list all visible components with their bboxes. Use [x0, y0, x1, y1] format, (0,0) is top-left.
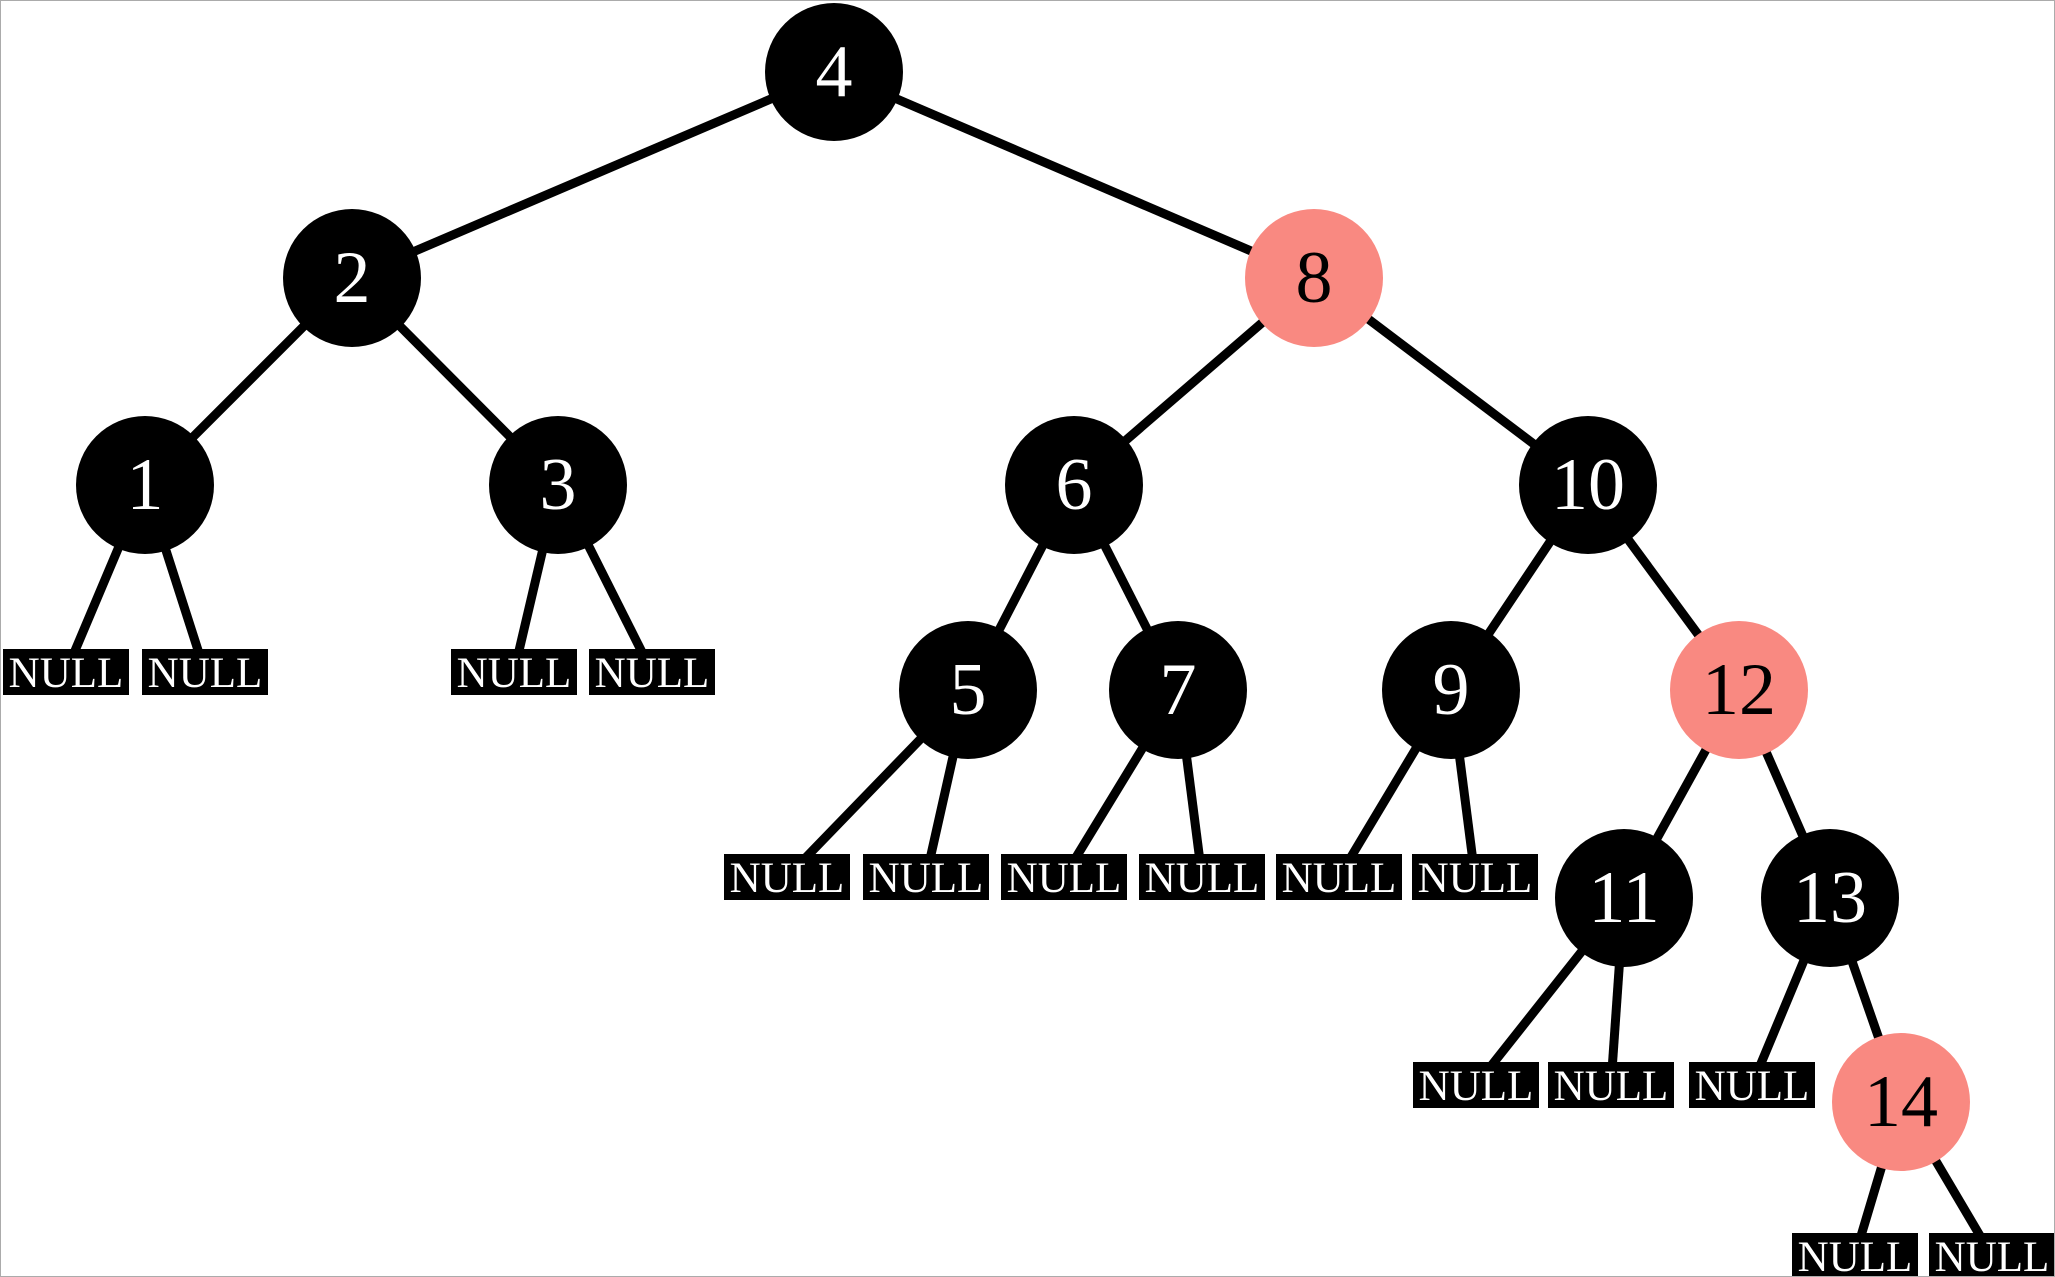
- null-box-11-left: [1413, 1062, 1539, 1108]
- null-box-9-right: [1412, 854, 1538, 900]
- tree-node-8: [1245, 209, 1383, 347]
- null-box-14-left: [1792, 1233, 1918, 1276]
- null-box-14-right: [1929, 1233, 2054, 1276]
- tree-node-5: [899, 621, 1037, 759]
- null-box-3-left: [451, 649, 577, 695]
- null-box-13-left: [1689, 1062, 1815, 1108]
- tree-node-12: [1670, 621, 1808, 759]
- null-box-3-right: [589, 649, 715, 695]
- null-box-5-right: [863, 854, 989, 900]
- null-box-1-right: [142, 649, 268, 695]
- tree-node-6: [1005, 416, 1143, 554]
- edge-4-8: [832, 67, 1316, 283]
- tree-node-2: [283, 209, 421, 347]
- null-box-11-right: [1548, 1062, 1674, 1108]
- null-box-7-right: [1139, 854, 1265, 900]
- edge-4-2: [350, 67, 836, 283]
- null-box-7-left: [1001, 854, 1127, 900]
- tree-node-1: [76, 416, 214, 554]
- tree-node-4: [765, 3, 903, 141]
- null-box-5-left: [724, 854, 850, 900]
- tree-node-14: [1832, 1033, 1970, 1171]
- null-box-9-left: [1276, 854, 1402, 900]
- tree-node-10: [1519, 416, 1657, 554]
- tree-node-13: [1761, 829, 1899, 967]
- tree-node-3: [489, 416, 627, 554]
- tree-node-9: [1382, 621, 1520, 759]
- tree-node-11: [1555, 829, 1693, 967]
- tree-node-7: [1109, 621, 1247, 759]
- null-box-1-left: [3, 649, 129, 695]
